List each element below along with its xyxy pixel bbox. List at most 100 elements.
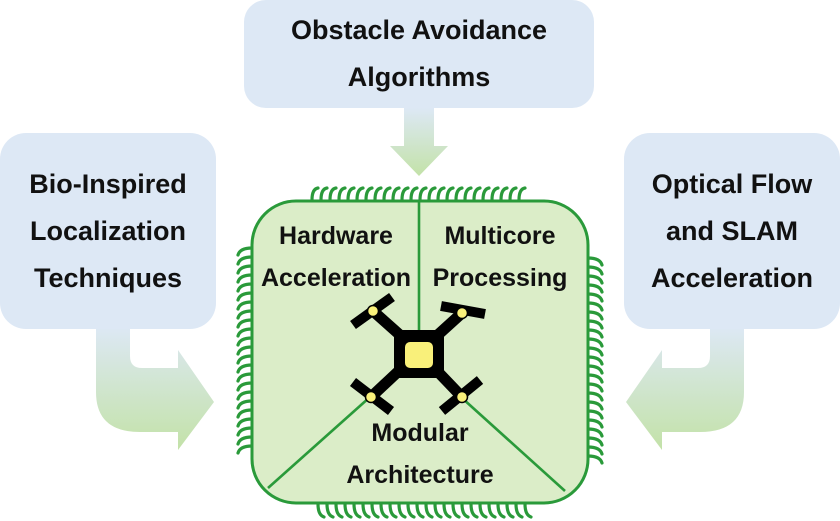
fringe-left-hook: [236, 327, 254, 338]
fringe-bottom-hook: [523, 502, 533, 519]
fringe-bottom-hook: [343, 502, 353, 519]
fringe-right-hook: [586, 409, 604, 420]
modular-architecture-label: Modular Architecture: [320, 412, 520, 496]
fringe-left-hook: [236, 372, 254, 383]
box-left-line-1: Bio-Inspired: [29, 168, 187, 199]
quadrotor-drone-icon: [349, 292, 486, 415]
multicore-processing-label: Multicore Processing: [424, 215, 576, 299]
fringe-top-hook: [472, 186, 482, 202]
fringe-bottom-hook: [406, 502, 416, 519]
fringe-left-hook: [236, 444, 254, 455]
fringe-right-hook: [586, 337, 604, 348]
fringe-left-hook: [236, 381, 254, 392]
fringe-bottom-hook: [415, 502, 425, 519]
fringe-right-hook: [586, 256, 604, 267]
fringe-bottom-hook: [424, 502, 434, 519]
fringe-top-hook: [382, 186, 392, 202]
fringe-top-hook: [517, 186, 527, 202]
fringe-top-hook: [463, 186, 473, 202]
fringe-right-hook: [586, 418, 604, 429]
fringe-bottom-hook: [397, 502, 407, 519]
fringe-left-hook: [236, 408, 254, 419]
arrow-top-to-center: [390, 108, 448, 176]
fringe-top-hook: [310, 186, 320, 202]
modular-architecture-line-1: Modular: [371, 419, 469, 447]
fringe-left-hook: [236, 417, 254, 428]
fringe-bottom-hook: [370, 502, 380, 519]
fringe-left-hook: [236, 435, 254, 446]
fringe-right-hook: [586, 436, 604, 447]
hardware-acceleration-line-2: Acceleration: [260, 264, 412, 292]
fringe-right-hook: [586, 355, 604, 366]
fringe-left-hook: [236, 291, 254, 302]
fringe-right-hook: [586, 391, 604, 402]
fringe-top-hook: [328, 186, 338, 202]
fringe-bottom-hook: [469, 502, 479, 519]
fringe-right-hook: [586, 364, 604, 375]
fringe-bottom-hook: [361, 502, 371, 519]
fringe-bottom-hook: [352, 502, 362, 519]
fringe-top-hook: [499, 186, 509, 202]
fringe-top-hook: [436, 186, 446, 202]
fringe-right-hook: [586, 382, 604, 393]
arrow-left-to-center: [96, 326, 214, 450]
fringe-top-hook: [445, 186, 455, 202]
fringe-right-hook: [586, 400, 604, 411]
fringe-top-hook: [337, 186, 347, 202]
hardware-acceleration-line-1: Hardware: [279, 222, 393, 250]
fringe-top-hook: [508, 186, 518, 202]
fringe-right-hook: [586, 292, 604, 303]
fringe-left-hook: [236, 426, 254, 437]
fringe-right-hook: [586, 346, 604, 357]
box-top-line-1: Obstacle Avoidance: [290, 15, 548, 45]
arrow-right-to-center: [626, 326, 744, 450]
fringe-bottom-hook: [514, 502, 524, 519]
fringe-left-hook: [236, 282, 254, 293]
fringe-bottom-hook: [388, 502, 398, 519]
fringe-right-hook: [586, 319, 604, 330]
fringe-left-hook: [236, 273, 254, 284]
fringe-top-hook: [409, 186, 419, 202]
fringe-bottom-hook: [316, 502, 326, 519]
obstacle-avoidance-box: Obstacle Avoidance Algorithms: [244, 0, 594, 108]
fringe-left-hook: [236, 345, 254, 356]
fringe-top-hook: [364, 186, 374, 202]
fringe-left-hook: [236, 336, 254, 347]
fringe-top-hook: [391, 186, 401, 202]
fringe-top-hook: [355, 186, 365, 202]
modular-architecture-line-2: Architecture: [346, 461, 494, 489]
box-right-line-3: Acceleration: [650, 262, 814, 293]
fringe-bottom-hook: [478, 502, 488, 519]
fringe-top-hook: [373, 186, 383, 202]
multicore-processing-line-2: Processing: [432, 264, 568, 292]
fringe-left-hook: [236, 390, 254, 401]
fringe-bottom-hook: [433, 502, 443, 519]
fringe-left-hook: [236, 246, 254, 257]
optical-flow-slam-box: Optical Flow and SLAM Acceleration: [624, 133, 840, 329]
fringe-right-hook: [586, 310, 604, 321]
fringe-bottom-hook: [442, 502, 452, 519]
fringe-bottom-hook: [325, 502, 335, 519]
box-top-line-2: Algorithms: [347, 62, 491, 92]
fringe-left-hook: [236, 255, 254, 266]
fringe-right-hook: [586, 445, 604, 456]
fringe-right-hook: [586, 283, 604, 294]
fringe-top-hook: [490, 186, 500, 202]
fringe-right-hook: [586, 373, 604, 384]
fringe-bottom-hook: [451, 502, 461, 519]
box-left-line-3: Techniques: [33, 262, 183, 293]
fringe-left-hook: [236, 399, 254, 410]
fringe-left-hook: [236, 318, 254, 329]
fringe-bottom-hook: [379, 502, 389, 519]
fringe-bottom-hook: [496, 502, 506, 519]
fringe-right-hook: [586, 265, 604, 276]
fringe-top-hook: [400, 186, 410, 202]
fringe-right-hook: [586, 301, 604, 312]
fringe-top-hook: [427, 186, 437, 202]
fringe-left-hook: [236, 354, 254, 365]
fringe-right-hook: [586, 274, 604, 285]
multicore-processing-line-1: Multicore: [444, 222, 556, 250]
fringe-right-hook: [586, 427, 604, 438]
fringe-left-hook: [236, 309, 254, 320]
